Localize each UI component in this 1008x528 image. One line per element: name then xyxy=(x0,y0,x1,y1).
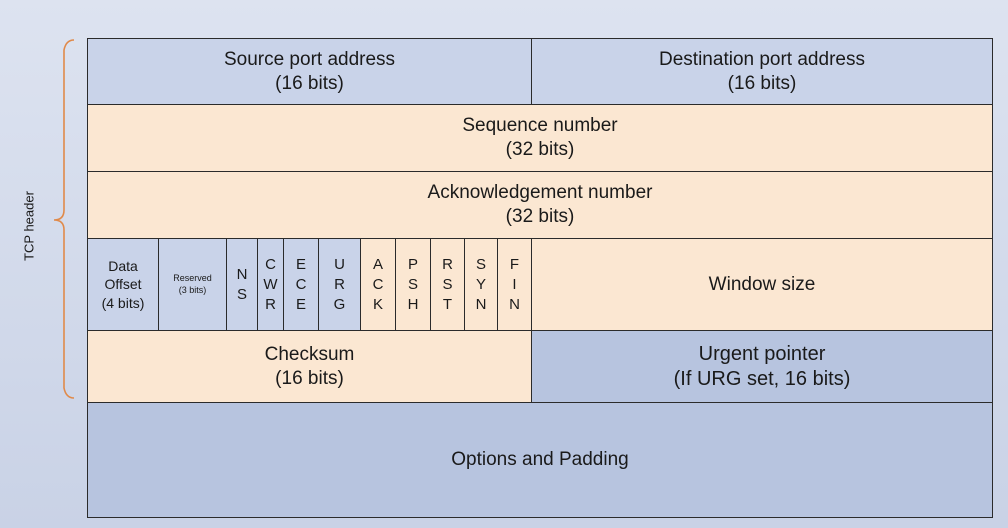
urgent-pointer-title: Urgent pointer xyxy=(698,342,826,365)
flag-fin-cell: F I N xyxy=(497,238,532,331)
flag-psh-letter-1: P xyxy=(407,255,418,273)
source-port-title: Source port address xyxy=(223,48,396,70)
flag-ack-cell: A C K xyxy=(360,238,396,331)
flag-syn-letter-3: N xyxy=(475,296,487,314)
flag-cwr-letter-2: W xyxy=(263,275,278,293)
flag-ack-letter-3: K xyxy=(372,296,383,314)
window-size-cell: Window size xyxy=(531,238,993,331)
flag-rst-letter-3: T xyxy=(442,296,453,314)
data-offset-line1: Data xyxy=(108,258,138,275)
acknowledgement-number-size: (32 bits) xyxy=(505,206,575,227)
checksum-cell: Checksum (16 bits) xyxy=(87,330,532,403)
flag-cwr-cell: C W R xyxy=(257,238,284,331)
destination-port-size: (16 bits) xyxy=(727,72,797,94)
flag-psh-letter-2: S xyxy=(407,275,418,293)
urgent-pointer-cell: Urgent pointer (If URG set, 16 bits) xyxy=(531,330,993,403)
flag-ece-cell: E C E xyxy=(283,238,319,331)
urgent-pointer-size: (If URG set, 16 bits) xyxy=(673,367,851,390)
flag-ece-letter-3: E xyxy=(295,296,306,314)
data-offset-line3: (4 bits) xyxy=(101,294,145,311)
flag-urg-cell: U R G xyxy=(318,238,361,331)
tcp-header-label: TCP header xyxy=(21,191,37,261)
reserved-cell: Reserved (3 bits) xyxy=(158,238,227,331)
acknowledgement-number-title: Acknowledgement number xyxy=(427,182,653,204)
reserved-line1: Reserved xyxy=(173,273,212,284)
checksum-title: Checksum xyxy=(264,343,355,365)
acknowledgement-number-cell: Acknowledgement number (32 bits) xyxy=(87,171,993,239)
flag-ece-letter-1: E xyxy=(295,255,306,273)
flag-syn-cell: S Y N xyxy=(464,238,498,331)
sequence-number-size: (32 bits) xyxy=(505,139,575,160)
flag-rst-letter-2: S xyxy=(442,275,453,293)
flag-psh-cell: P S H xyxy=(395,238,431,331)
flag-ns-letter-2: S xyxy=(236,286,247,303)
reserved-line2: (3 bits) xyxy=(178,284,207,295)
flag-rst-cell: R S T xyxy=(430,238,465,331)
checksum-size: (16 bits) xyxy=(275,367,344,389)
flag-fin-letter-3: N xyxy=(509,296,520,314)
options-padding-title: Options and Padding xyxy=(451,449,629,471)
source-port-size: (16 bits) xyxy=(275,72,344,94)
flag-fin-letter-2: I xyxy=(512,275,517,293)
sequence-number-title: Sequence number xyxy=(462,115,618,137)
flag-cwr-letter-3: R xyxy=(265,296,276,314)
flag-urg-letter-3: G xyxy=(333,296,346,314)
flag-psh-letter-3: H xyxy=(407,296,419,314)
flag-ece-letter-2: C xyxy=(295,275,307,293)
destination-port-title: Destination port address xyxy=(659,48,865,70)
source-port-cell: Source port address (16 bits) xyxy=(87,38,532,105)
sequence-number-cell: Sequence number (32 bits) xyxy=(87,104,993,172)
flag-urg-letter-2: R xyxy=(334,275,345,293)
flag-syn-letter-1: S xyxy=(475,255,486,273)
window-size-title: Window size xyxy=(708,273,816,295)
flag-fin-letter-1: F xyxy=(509,255,520,273)
flag-ns-letter-1: N xyxy=(236,265,248,283)
flag-ack-letter-1: A xyxy=(372,255,383,273)
brace-path xyxy=(53,39,75,399)
flag-cwr-letter-1: C xyxy=(265,255,276,273)
flag-ns-cell: N S xyxy=(226,238,258,331)
destination-port-cell: Destination port address (16 bits) xyxy=(531,38,993,105)
flag-ack-letter-2: C xyxy=(372,275,384,293)
data-offset-cell: Data Offset (4 bits) xyxy=(87,238,159,331)
flag-urg-letter-1: U xyxy=(334,255,345,273)
flag-syn-letter-2: Y xyxy=(475,275,486,293)
options-padding-cell: Options and Padding xyxy=(87,402,993,518)
data-offset-line2: Offset xyxy=(104,276,142,293)
tcp-header-brace xyxy=(53,39,75,399)
flag-rst-letter-1: R xyxy=(442,255,453,273)
